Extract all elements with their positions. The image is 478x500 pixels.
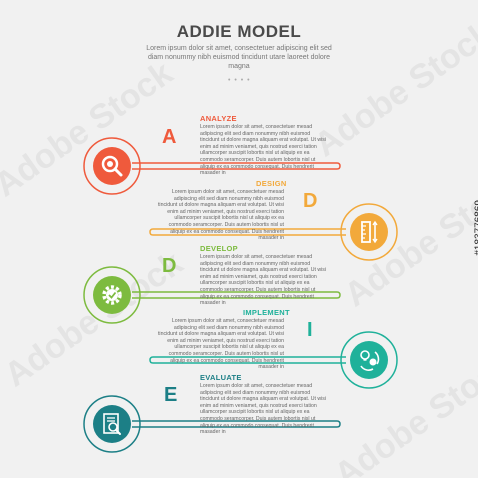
gear-check-icon: [92, 275, 132, 315]
document-search-icon: [92, 404, 132, 444]
stock-id: #183776869: [474, 200, 478, 256]
page-title: ADDIE MODEL: [176, 22, 302, 41]
step-heading: ANALYZE: [200, 114, 237, 123]
connector-implement: [149, 356, 346, 364]
step-description: Lorem ipsum dolor sit amet, consectetuer…: [200, 383, 327, 436]
connector-analyze: [132, 162, 341, 170]
step-letter: D: [303, 190, 318, 212]
page-subtitle: Lorem ipsum dolor sit amet, consectetuer…: [146, 45, 332, 70]
step-letter: D: [162, 255, 177, 277]
footer-bar: [0, 478, 478, 500]
ring-evaluate: [83, 395, 141, 453]
ring-analyze: [83, 137, 141, 195]
separator-dots: • • • •: [228, 77, 251, 84]
step-letter: E: [164, 384, 178, 406]
step-description: Lorem ipsum dolor sit amet, consectetuer…: [200, 124, 327, 177]
step-letter: I: [307, 319, 313, 341]
step-heading: EVALUATE: [200, 373, 242, 382]
step-letter: A: [162, 126, 177, 148]
ring-develop: [83, 266, 141, 324]
connector-evaluate: [132, 420, 341, 428]
connector-design: [149, 228, 346, 236]
step-description: Lorem ipsum dolor sit amet, consectetuer…: [200, 254, 327, 307]
step-description: Lorem ipsum dolor sit amet, consectetuer…: [157, 318, 284, 371]
ring-implement: [340, 331, 398, 389]
ruler-icon: [349, 212, 389, 252]
step-heading: DEVELOP: [200, 244, 238, 253]
ring-design: [340, 203, 398, 261]
step-description: Lorem ipsum dolor sit amet, consectetuer…: [157, 189, 284, 242]
connector-develop: [132, 291, 341, 299]
step-heading: DESIGN: [256, 179, 287, 188]
step-heading: IMPLEMENT: [243, 308, 290, 317]
magnifier-icon: [92, 146, 132, 186]
bulb-cycle-icon: [349, 340, 389, 380]
